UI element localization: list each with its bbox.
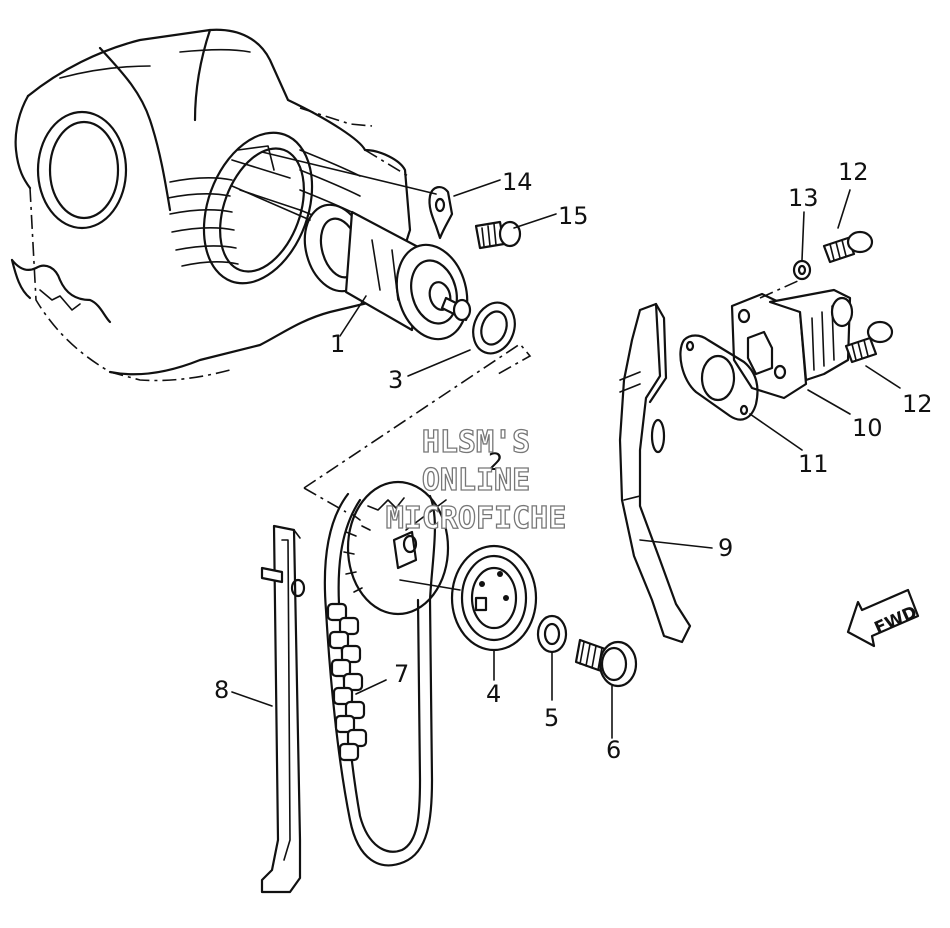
callout-4: 4 [486,680,501,708]
cam-sprocket-illustration [343,480,450,616]
callout-15: 15 [558,202,589,230]
watermark-line-2: ONLINE [422,463,530,498]
cylinder-head-illustration [10,28,412,382]
chain-guide-right-illustration [618,302,692,644]
circlip-illustration [472,301,516,355]
callout-1: 1 [330,330,345,358]
washer-illustration [536,614,568,654]
chain-links [326,602,368,762]
callout-6: 6 [606,736,621,764]
chain-guide-left-illustration [260,524,306,894]
callout-10: 10 [852,414,883,442]
tensioner-bolt-lower-illustration [844,320,894,364]
callout-14: 14 [502,168,533,196]
callout-11: 11 [798,450,829,478]
bolt-illustration [574,638,638,688]
fwd-direction-badge: FWD [846,588,920,648]
watermark: HLSM'S ONLINE MICROFICHE [385,424,567,536]
plate-screw-illustration [474,220,522,250]
rotor-illustration [450,544,538,652]
tensioner-washer-illustration [792,259,812,281]
callout-12-lower: 12 [902,390,933,418]
callout-3: 3 [388,366,403,394]
callout-5: 5 [544,704,559,732]
cam-chain-illustration [323,492,437,867]
leader-lines [231,151,901,739]
callout-numbers: 1 2 3 4 5 6 7 8 9 10 11 12 12 13 14 15 [214,158,933,764]
watermark-line-3: MICROFICHE [386,501,567,536]
plate-illustration [428,186,454,240]
camshaft-illustration [303,203,472,341]
tensioner-bolt-upper-illustration [822,230,874,264]
callout-2: 2 [488,448,503,476]
callout-12-upper: 12 [838,158,869,186]
tensioner-gasket-illustration [679,334,759,421]
callout-7: 7 [394,660,409,688]
callout-13: 13 [788,184,819,212]
tensioner-illustration [730,288,854,400]
callout-8: 8 [214,676,229,704]
assembly-lines [303,279,801,513]
callout-9: 9 [718,534,733,562]
watermark-line-1: HLSM'S [422,425,530,460]
